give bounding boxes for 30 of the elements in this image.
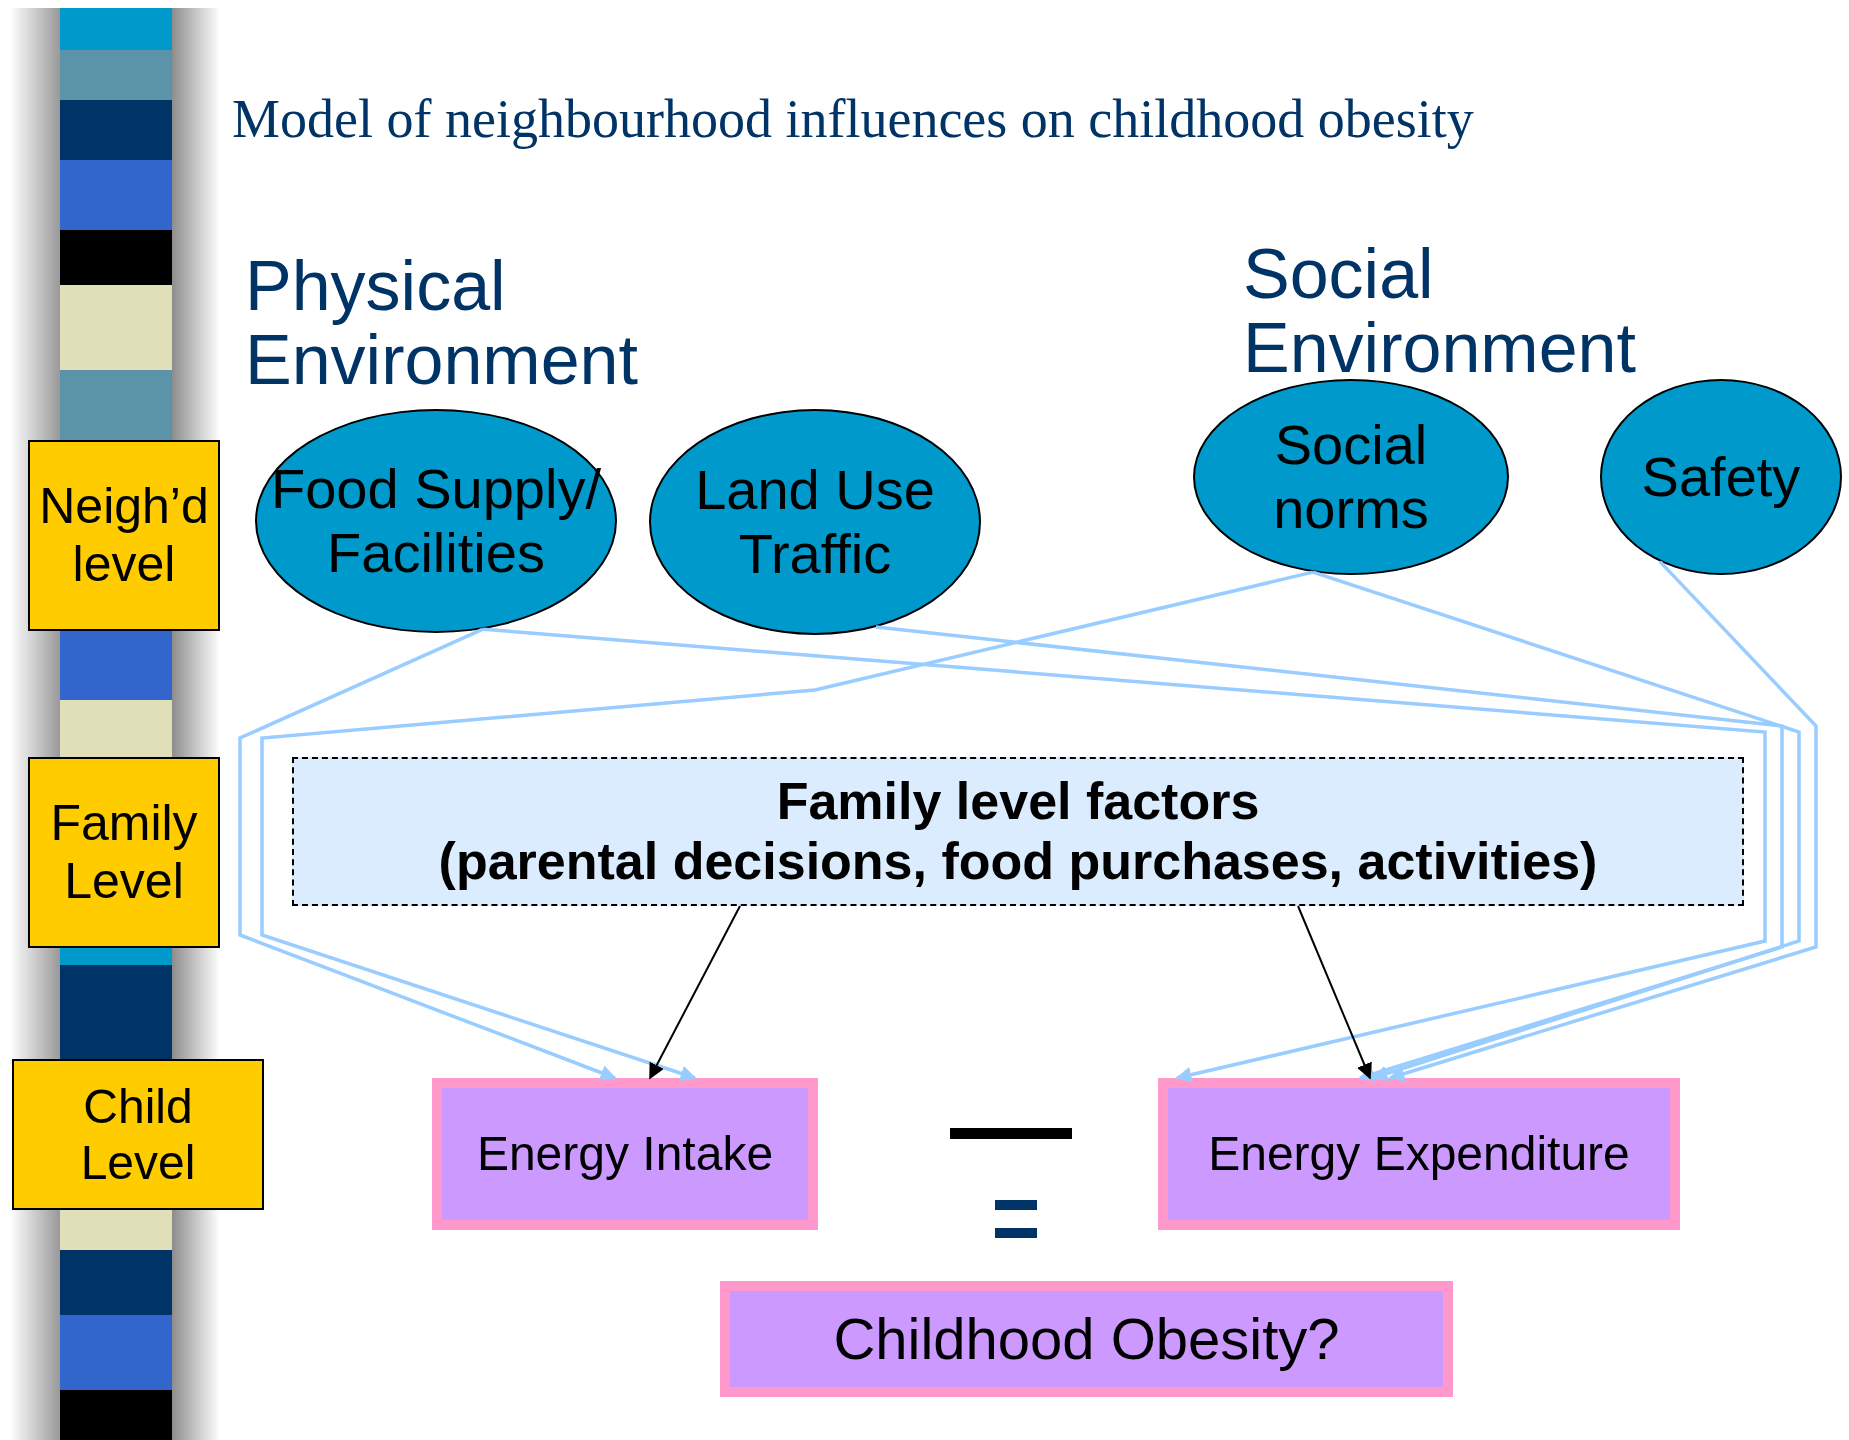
node-label: Child Level: [79, 1079, 197, 1190]
arrow: [1388, 560, 1818, 1082]
arrow: [649, 905, 741, 1080]
outcome-box: [720, 1281, 1453, 1397]
outcome-box: [432, 1078, 818, 1230]
node-label: Social norms: [1272, 412, 1430, 542]
outcome-box: [1158, 1078, 1680, 1230]
arrow: [1297, 905, 1372, 1080]
node-label: Family Level: [49, 795, 199, 910]
arrow: [482, 627, 1767, 1083]
diagram-title: Model of neighbourhood influences on childhood obesity: [232, 88, 1474, 150]
node-label: Safety: [1640, 444, 1802, 510]
arrow: [875, 625, 1784, 1082]
level-box: [28, 440, 220, 631]
arrow: [1312, 570, 1801, 1082]
section-heading: Social Environment: [1243, 238, 1637, 385]
node-label: Energy Expenditure: [1207, 1126, 1631, 1182]
section-heading: Physical Environment: [245, 250, 639, 397]
arrow: [238, 627, 617, 1081]
level-box: [28, 757, 220, 948]
node-label: Neigh’d level: [38, 478, 210, 593]
node-label: Energy Intake: [475, 1126, 775, 1182]
node-label: Land Use Traffic: [694, 457, 936, 587]
node-label: Food Supply/ Facilities: [270, 456, 602, 586]
arrow: [260, 570, 1314, 1082]
node-label: Childhood Obesity?: [832, 1305, 1341, 1373]
node-label: Family level factors: [775, 771, 1261, 832]
family-factors-box: [292, 757, 1744, 906]
level-box: [12, 1059, 264, 1210]
node-label: (parental decisions, food purchases, activities): [437, 831, 1599, 892]
